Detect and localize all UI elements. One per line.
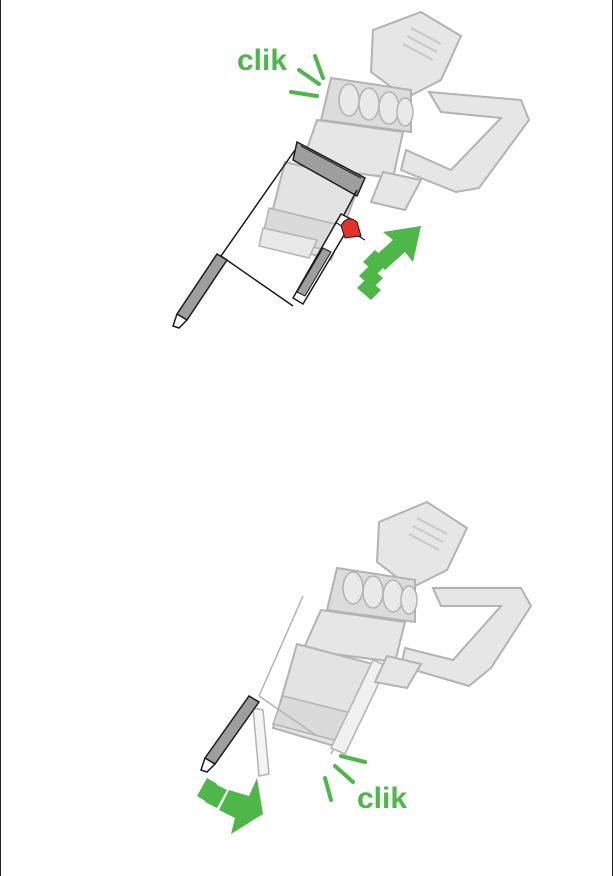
arrow-down-right-icon: [197, 778, 263, 834]
step2-panel: clik: [1, 438, 613, 876]
bin-base-closing: [201, 696, 259, 772]
bin-base-left-rail: [173, 254, 227, 328]
click-sound-lines-icon: [291, 56, 323, 96]
vacuum-body: [259, 12, 529, 260]
arrow-up-right-icon: [357, 226, 421, 300]
step1-illustration: clik: [1, 0, 613, 438]
vacuum-body: [253, 502, 531, 776]
step2-illustration: clik: [1, 438, 613, 876]
step1-panel: clik: [1, 0, 613, 438]
clik-label: clik: [357, 782, 407, 815]
clik-label: clik: [237, 44, 287, 77]
